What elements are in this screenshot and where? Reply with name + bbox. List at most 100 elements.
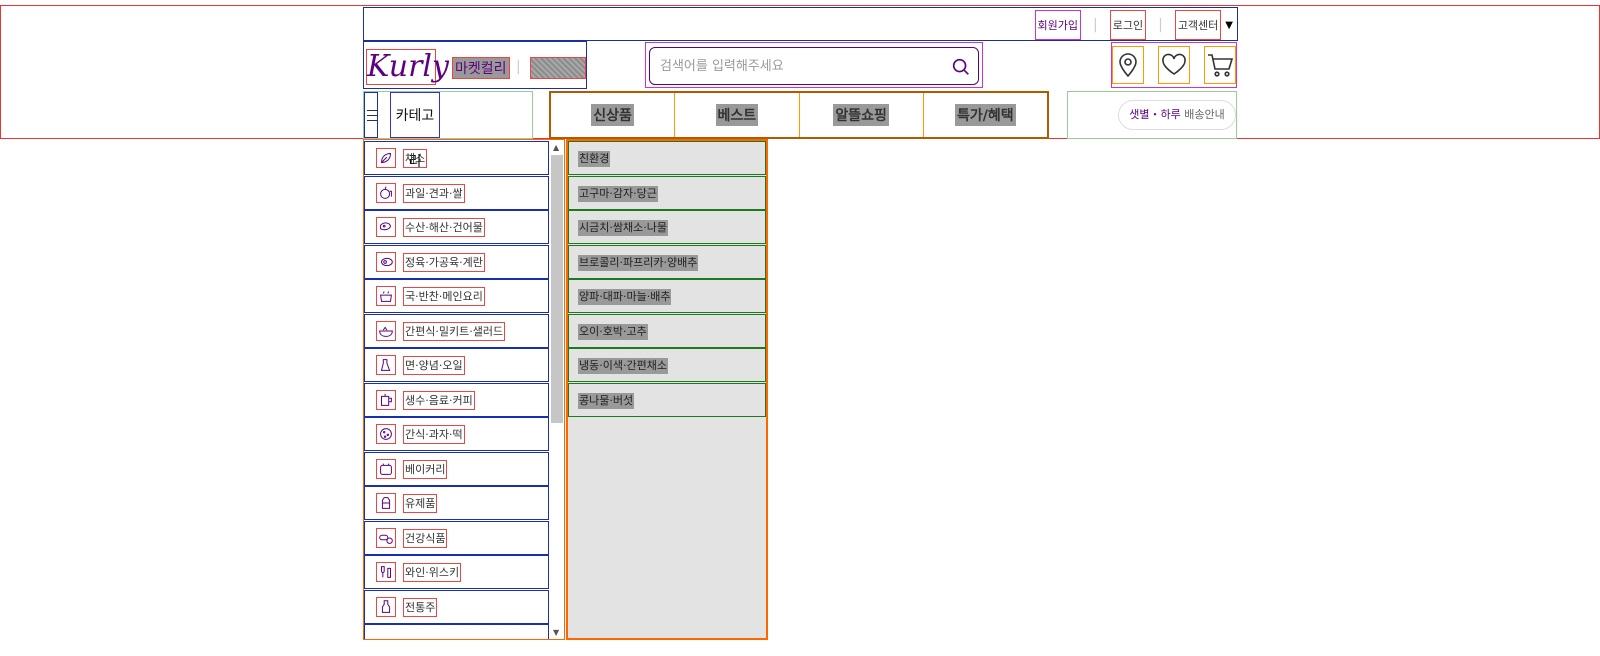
- subcategory-label: 브로콜리·파프리카·양배추: [578, 254, 699, 271]
- subcategory-item[interactable]: 콩나물·버섯: [568, 382, 766, 417]
- cart-button[interactable]: [1204, 46, 1236, 84]
- subcategory-label: 친환경: [578, 151, 611, 167]
- delivery-highlight: 샛별・하루: [1129, 108, 1181, 121]
- category-button[interactable]: 카테고리: [363, 91, 533, 170]
- delivery-label: 배송안내: [1180, 108, 1225, 121]
- category-item[interactable]: 간식·과자·떡: [364, 417, 549, 451]
- category-item[interactable]: 면·양념·오일: [364, 348, 549, 382]
- subcategory-label: 오이·호박·고추: [578, 323, 648, 340]
- category-label: 채소: [403, 149, 428, 168]
- category-item[interactable]: 건강식품: [364, 520, 549, 555]
- menu-special-deals[interactable]: 특가/혜택: [924, 93, 1047, 137]
- subcategory-label: 시금치·쌈채소·나물: [578, 220, 668, 236]
- category-item[interactable]: 국·반찬·메인요리: [364, 279, 549, 313]
- user-menu: 회원가입 | 로그인 | 고객센터 ▼: [1034, 10, 1233, 40]
- category-item[interactable]: 채소: [364, 141, 549, 175]
- wishlist-button[interactable]: [1158, 46, 1190, 84]
- category-item[interactable]: 와인·위스키: [364, 555, 549, 589]
- delivery-address-button[interactable]: [1112, 46, 1144, 84]
- subcategory-item[interactable]: 냉동·이색·간편채소: [568, 348, 766, 382]
- tab-beauty-kurly[interactable]: [530, 57, 586, 79]
- brand-area: Kurly 마켓컬리 |: [363, 41, 587, 89]
- pot-icon: [376, 286, 396, 306]
- cookie-icon: [376, 424, 396, 444]
- menu-label: 알뜰쇼핑: [833, 104, 889, 126]
- cart-icon: [1208, 54, 1234, 77]
- login-link[interactable]: 로그인: [1109, 10, 1147, 40]
- bread-icon: [376, 458, 396, 479]
- separator: |: [516, 59, 521, 75]
- meat-icon: [376, 251, 396, 272]
- menu-best[interactable]: 베스트: [675, 93, 800, 137]
- category-list: 전통주 와인·위스키 건강식품 유제품 베이커리 간식·과자·떡 생수·음료·커피 면·양념·…: [363, 139, 565, 640]
- liquor-icon: [376, 596, 396, 617]
- category-item[interactable]: 유제품: [364, 486, 549, 520]
- scroll-down-icon[interactable]: ▼: [553, 628, 560, 637]
- salad-icon: [376, 320, 396, 341]
- search-box: [649, 47, 979, 85]
- subcategory-item[interactable]: 브로콜리·파프리카·양배추: [568, 244, 766, 279]
- menu-new-products[interactable]: 신상품: [551, 93, 676, 137]
- user-actions: [1111, 42, 1237, 88]
- subcategory-item[interactable]: 시금치·쌈채소·나물: [568, 210, 766, 244]
- category-item[interactable]: 베이커리: [364, 451, 549, 486]
- vegetable-icon: [376, 148, 396, 168]
- menu-label: 특가/혜택: [955, 104, 1016, 126]
- milk-icon: [376, 493, 396, 513]
- category-item[interactable]: 정육·가공육·계란: [364, 244, 549, 279]
- category-label: 와인·위스키: [403, 563, 462, 582]
- logo-row: Kurly 마켓컬리 |: [363, 41, 1238, 91]
- category-item[interactable]: 전통주: [364, 589, 549, 624]
- search-icon[interactable]: [950, 56, 972, 78]
- tab-market-kurly[interactable]: 마켓컬리: [452, 57, 510, 79]
- drink-icon: [376, 389, 396, 410]
- subcategory-label: 냉동·이색·간편채소: [578, 358, 668, 374]
- category-label: 면·양념·오일: [403, 356, 465, 375]
- noodle-icon: [376, 355, 396, 375]
- category-item[interactable]: 과일·견과·쌀: [364, 175, 549, 210]
- top-bar: 회원가입 | 로그인 | 고객센터 ▼: [363, 7, 1238, 41]
- subcategory-label: 콩나물·버섯: [578, 392, 635, 409]
- category-label: 수산·해산·건어물: [403, 218, 485, 237]
- wine-icon: [376, 562, 396, 582]
- scroll-up-icon[interactable]: ▲: [553, 143, 560, 152]
- fruit-icon: [376, 182, 396, 203]
- heart-icon: [1162, 53, 1186, 75]
- category-label: 유제품: [403, 494, 438, 513]
- category-item[interactable]: 생수·음료·커피: [364, 382, 549, 417]
- delivery-info-button[interactable]: 샛별・하루 배송안내: [1118, 100, 1236, 130]
- separator: |: [1093, 17, 1098, 33]
- subcategory-item[interactable]: 양파·대파·마늘·배추: [568, 279, 766, 313]
- menu-label: 베스트: [715, 104, 759, 126]
- category-item[interactable]: [364, 624, 549, 639]
- category-label: 과일·견과·쌀: [403, 183, 465, 203]
- subcategory-label: 고구마·감자·당근: [578, 185, 658, 202]
- subcategory-item[interactable]: 친환경: [568, 141, 766, 175]
- menu-bargain[interactable]: 알뜰쇼핑: [800, 93, 924, 137]
- category-label: 간편식·밀키트·샐러드: [403, 321, 506, 341]
- scrollbar-thumb[interactable]: [551, 155, 563, 423]
- subcategory-item[interactable]: 오이·호박·고추: [568, 313, 766, 348]
- category-item[interactable]: 수산·해산·건어물: [364, 210, 549, 244]
- menu-label: 신상품: [591, 104, 634, 126]
- category-label: 카테고리: [390, 92, 440, 170]
- category-label: 국·반찬·메인요리: [403, 287, 485, 306]
- subcategory-item[interactable]: 고구마·감자·당근: [568, 175, 766, 210]
- delivery-info-area: 샛별・하루 배송안내: [1067, 91, 1237, 139]
- category-item[interactable]: 간편식·밀키트·샐러드: [364, 313, 549, 348]
- search-area: [645, 42, 983, 88]
- customer-center-link[interactable]: 고객센터: [1174, 10, 1222, 40]
- caret-down-icon[interactable]: ▼: [1225, 19, 1233, 31]
- category-label: 건강식품: [403, 528, 448, 548]
- kurly-logo[interactable]: Kurly: [366, 49, 449, 85]
- category-label: 정육·가공육·계란: [403, 252, 485, 272]
- subcategory-label: 양파·대파·마늘·배추: [578, 289, 672, 305]
- scrollbar[interactable]: ▲ ▼: [549, 140, 564, 639]
- seafood-icon: [376, 217, 396, 237]
- global-nav: 카테고리 신상품 베스트 알뜰쇼핑 특가/혜택 샛별・하루 배송안내: [363, 91, 1238, 170]
- category-label: 간식·과자·떡: [403, 425, 465, 444]
- signup-link[interactable]: 회원가입: [1034, 10, 1081, 40]
- search-input[interactable]: [660, 56, 940, 76]
- category-label: 생수·음료·커피: [403, 390, 475, 410]
